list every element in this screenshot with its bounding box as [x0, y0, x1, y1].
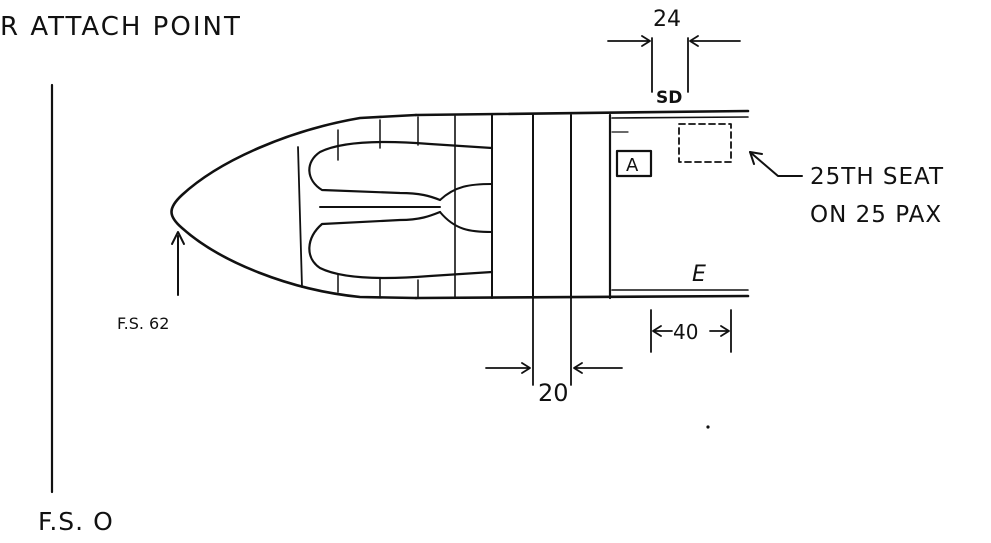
frame-1 — [297, 146, 303, 288]
e-label: E — [692, 262, 706, 287]
fs62-label: F.S. 62 — [117, 314, 169, 333]
dim20-arrow-right — [573, 362, 623, 374]
pilot-seat-lower — [308, 210, 494, 279]
note-line-2: ON 25 PAX — [810, 202, 942, 228]
attach-point-title: R ATTACH POINT — [0, 12, 242, 42]
fs62-arrowhead — [171, 231, 185, 245]
dim40-arrow-right — [709, 325, 730, 337]
speck — [706, 425, 710, 429]
upper-fuselage-line — [414, 109, 750, 117]
fs0-label: F.S. O — [38, 507, 114, 536]
dim24-label: 24 — [653, 7, 681, 32]
box-a — [615, 149, 653, 178]
lower-fuselage-line — [414, 294, 750, 300]
center-console — [319, 183, 493, 233]
dim40-label: 40 — [673, 320, 698, 344]
callout-leader — [749, 151, 803, 177]
dim24-arrow-right — [689, 35, 741, 47]
dim20-label: 20 — [538, 379, 569, 407]
seat-25-dashed — [678, 123, 732, 163]
dim20-arrow-left — [485, 362, 531, 374]
callout-arrowhead — [749, 151, 763, 165]
nose-outline — [170, 113, 418, 300]
note-line-1: 25TH SEAT — [810, 164, 944, 190]
box-a-label: A — [626, 155, 639, 176]
dim40-arrow-left — [652, 325, 673, 337]
pilot-seat-upper — [308, 141, 494, 202]
sd-label: SD — [656, 88, 682, 108]
dim24-arrow-left — [607, 35, 651, 47]
upper-fuselage-inner-line — [611, 116, 749, 119]
